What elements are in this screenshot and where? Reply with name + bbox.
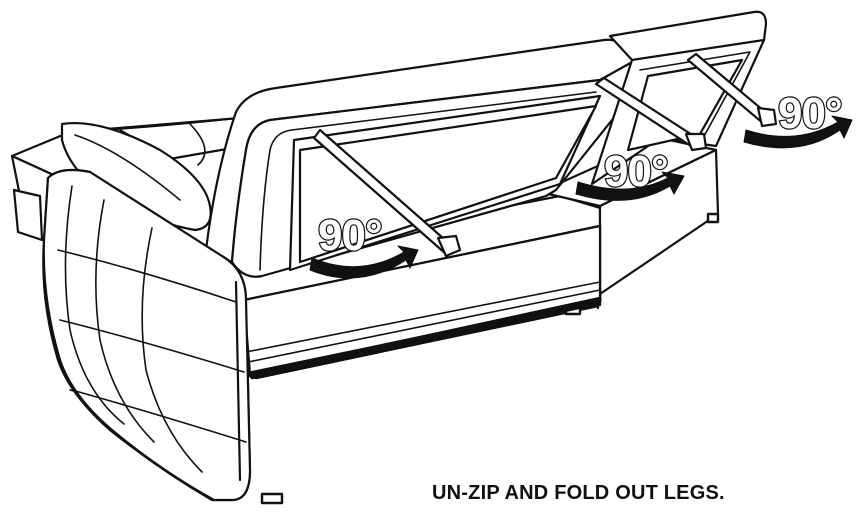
raised-backrest-left (204, 38, 638, 278)
rotation-arrow-right (743, 115, 853, 149)
angle-label-middle: 90° (604, 147, 668, 196)
rotation-arrow-middle (575, 171, 685, 201)
angle-label-left: 90° (318, 211, 382, 260)
angle-label-right: 90° (778, 89, 842, 138)
instruction-caption: UN-ZIP AND FOLD OUT LEGS. (432, 482, 725, 504)
tufted-block-top (42, 168, 252, 502)
rotation-arrow-left (309, 245, 419, 279)
lower-drawer-base-final (250, 298, 600, 378)
strut-legs (312, 52, 778, 258)
